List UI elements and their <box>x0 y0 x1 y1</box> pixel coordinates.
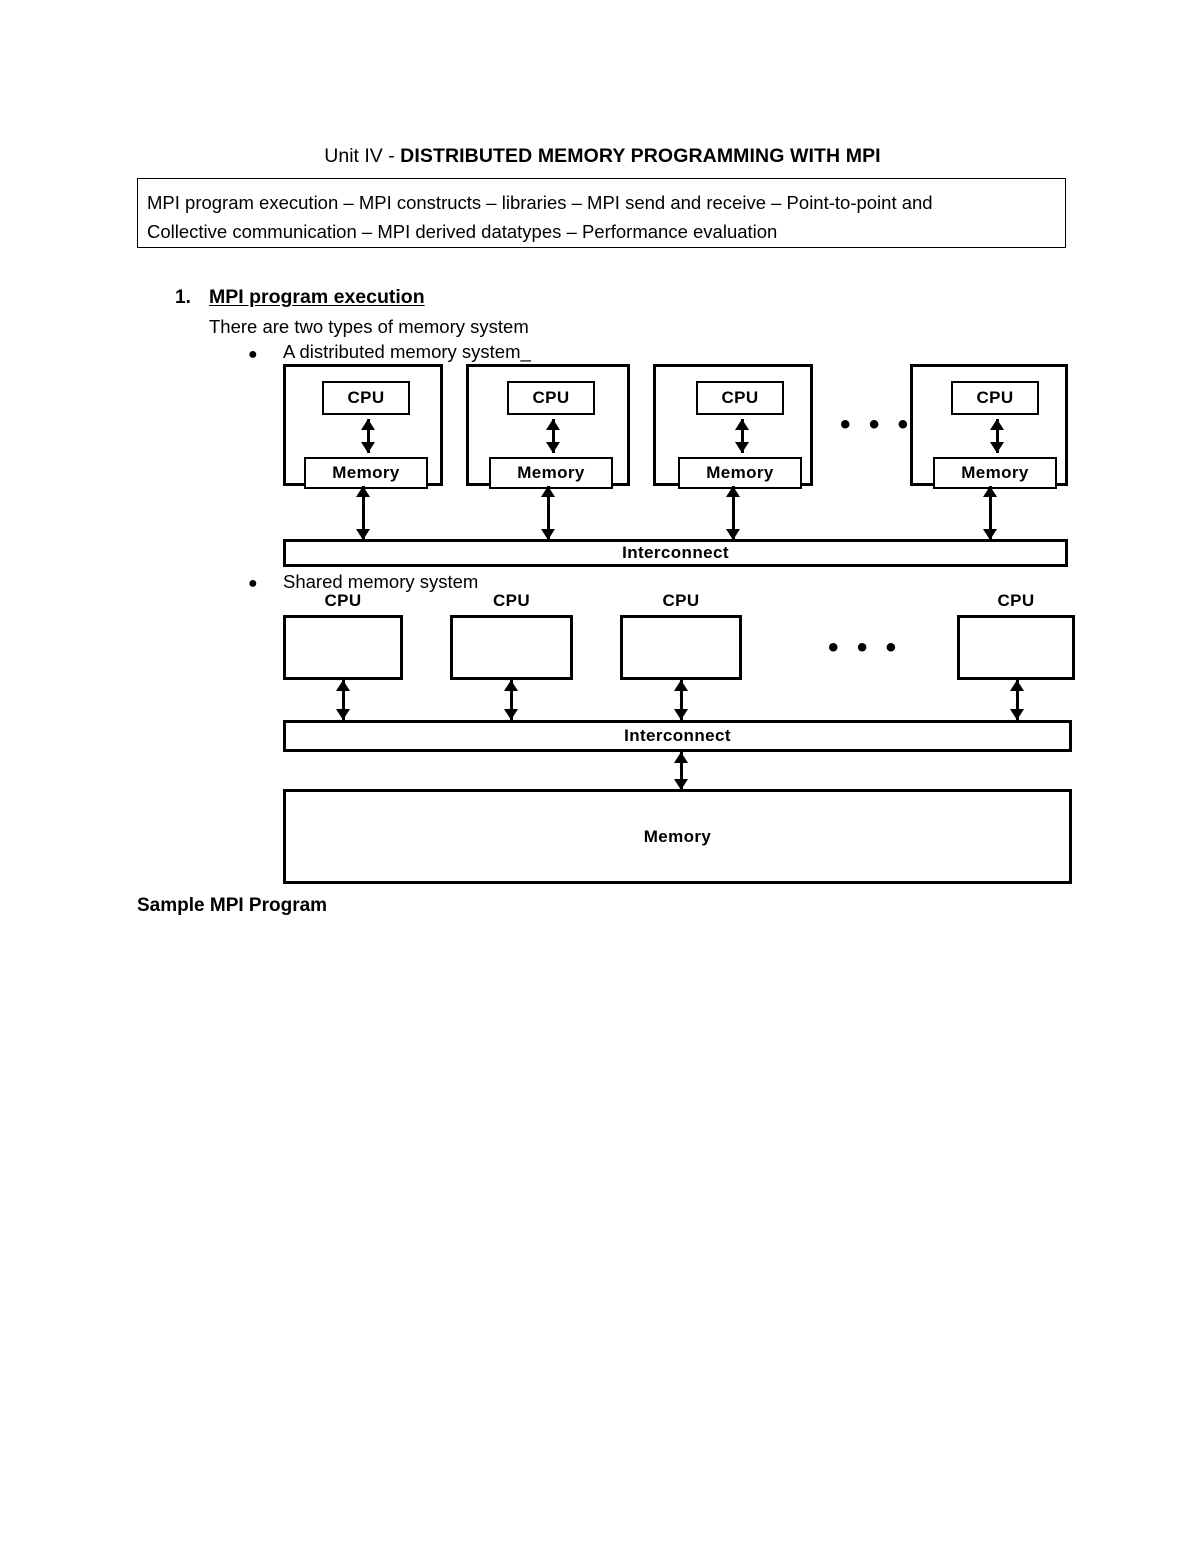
node-interconnect-arrow-2 <box>541 486 555 540</box>
memory-label-3: Memory <box>706 463 774 482</box>
memory-box-1: Memory <box>304 457 428 489</box>
memory-box-3: Memory <box>678 457 802 489</box>
interconnect-bar-shared: Interconnect <box>283 720 1072 752</box>
syllabus-box: MPI program execution – MPI constructs –… <box>137 178 1066 248</box>
bullet-item-shared-memory: Shared memory system <box>283 571 479 592</box>
syllabus-line-1: MPI program execution – MPI constructs –… <box>147 192 933 213</box>
cpu-label-3: CPU <box>721 388 759 407</box>
node-box-2: CPU Memory <box>466 364 630 489</box>
interconnect-memory-arrow <box>674 752 688 790</box>
syllabus-line-2: Collective communication – MPI derived d… <box>147 221 778 242</box>
shared-memory-label: Memory <box>643 826 712 846</box>
node-interconnect-arrow-1 <box>356 486 370 540</box>
ellipsis-icon-distributed: • • • <box>840 408 914 441</box>
shared-cpu-interconnect-arrow-4 <box>1010 680 1024 720</box>
cpu-box-2: CPU <box>507 381 595 415</box>
shared-cpu-box-1 <box>283 615 403 680</box>
shared-cpu-interconnect-arrow-1 <box>336 680 350 720</box>
shared-cpu-label-1: CPU <box>324 591 362 610</box>
shared-cpu-box-3 <box>620 615 742 680</box>
page-title-prefix: Unit IV - <box>324 145 401 167</box>
memory-label-4: Memory <box>961 463 1029 482</box>
memory-label-1: Memory <box>332 463 400 482</box>
section-heading: MPI program execution <box>209 286 425 308</box>
page-title-main: DISTRIBUTED MEMORY PROGRAMMING WITH MPI <box>400 145 881 167</box>
node-interconnect-arrow-4 <box>983 486 997 540</box>
shared-cpu-interconnect-arrow-2 <box>504 680 518 720</box>
sample-program-heading: Sample MPI Program <box>137 895 328 916</box>
cpu-label-4: CPU <box>976 388 1014 407</box>
shared-cpu-box-2 <box>450 615 573 680</box>
interconnect-bar-distributed: Interconnect <box>283 539 1068 567</box>
bullet-marker-icon: ● <box>248 575 258 592</box>
section-number: 1. <box>175 287 191 308</box>
section-intro-text: There are two types of memory system <box>209 316 529 337</box>
node-box-4: CPU Memory <box>910 364 1068 489</box>
memory-box-4: Memory <box>933 457 1057 489</box>
cpu-box-4: CPU <box>951 381 1039 415</box>
cpu-label-1: CPU <box>347 388 385 407</box>
shared-cpu-interconnect-arrow-3 <box>674 680 688 720</box>
shared-cpu-label-3: CPU <box>662 591 700 610</box>
page-title: Unit IV - DISTRIBUTED MEMORY PROGRAMMING… <box>137 143 1068 169</box>
cpu-label-2: CPU <box>532 388 570 407</box>
shared-cpu-label-2: CPU <box>492 591 531 610</box>
node-interconnect-arrow-3 <box>726 486 740 540</box>
cpu-memory-arrow-4 <box>990 419 1004 453</box>
bullet-marker-icon: ● <box>248 346 258 363</box>
bullet-item-distributed-memory: A distributed memory system_ <box>283 341 531 362</box>
memory-label-2: Memory <box>517 463 585 482</box>
shared-cpu-box-4 <box>957 615 1075 680</box>
cpu-box-3: CPU <box>696 381 784 415</box>
shared-memory-box: Memory <box>283 789 1072 884</box>
interconnect-label-shared: Interconnect <box>624 726 731 745</box>
cpu-memory-arrow-2 <box>546 419 560 453</box>
cpu-memory-arrow-1 <box>361 419 375 453</box>
interconnect-label-distributed: Interconnect <box>622 543 729 562</box>
memory-box-2: Memory <box>489 457 613 489</box>
node-box-1: CPU Memory <box>283 364 443 489</box>
ellipsis-icon-shared: • • • <box>828 631 902 664</box>
cpu-memory-arrow-3 <box>735 419 749 453</box>
cpu-box-1: CPU <box>322 381 410 415</box>
shared-cpu-label-4: CPU <box>997 591 1035 610</box>
node-box-3: CPU Memory <box>653 364 813 489</box>
